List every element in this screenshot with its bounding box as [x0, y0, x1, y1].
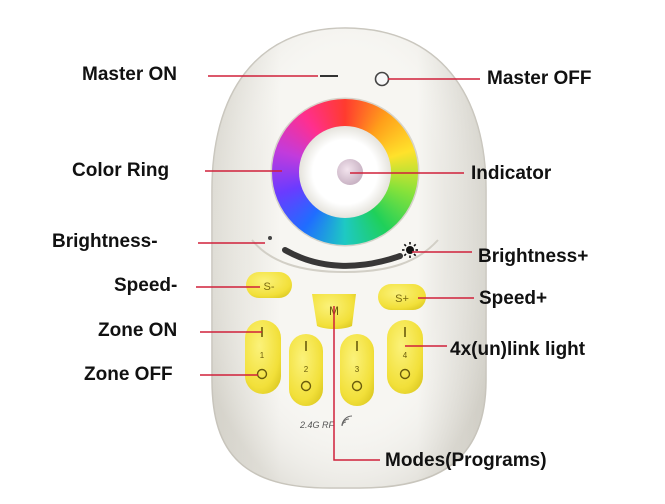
master-off-button[interactable]	[374, 71, 390, 87]
brightness-slider[interactable]	[282, 247, 403, 269]
zone-number: 3	[355, 365, 360, 374]
label-color-ring: Color Ring	[72, 160, 170, 181]
zone-number: 2	[304, 365, 309, 374]
label-brightness-minus: Brightness-	[52, 231, 158, 252]
pointer-modes	[333, 306, 380, 461]
zone-button-3[interactable]: 3	[340, 334, 374, 406]
label-brightness-plus: Brightness+	[478, 246, 589, 267]
label-link-light: 4x(un)link light	[450, 339, 586, 360]
zone-number: 4	[403, 351, 408, 360]
sun-icon[interactable]	[402, 242, 418, 258]
label-modes: Modes(Programs)	[385, 450, 547, 471]
brightness-minus-dot[interactable]	[268, 236, 272, 240]
label-speed-minus: Speed-	[114, 275, 178, 296]
label-master-off: Master OFF	[487, 68, 592, 89]
zone-button-2[interactable]: 2	[289, 334, 323, 406]
label-master-on: Master ON	[82, 64, 178, 85]
label-zone-on: Zone ON	[98, 320, 178, 341]
zone-number: 1	[260, 351, 265, 360]
rf-text: 2.4G RF	[299, 420, 335, 430]
label-zone-off: Zone OFF	[84, 364, 173, 385]
speed-minus-symbol: S-	[264, 281, 275, 293]
label-indicator: Indicator	[471, 163, 552, 184]
speed-plus-symbol: S+	[395, 293, 409, 305]
speed-minus-button[interactable]	[246, 272, 292, 298]
indicator-light	[337, 159, 363, 185]
wifi-icon	[341, 415, 353, 427]
zone-button-1[interactable]: 1	[245, 320, 281, 394]
label-speed-plus: Speed+	[479, 288, 548, 309]
speed-plus-button[interactable]	[378, 284, 426, 310]
zone-button-4[interactable]: 4	[387, 320, 423, 394]
pointer-lines	[196, 75, 480, 461]
